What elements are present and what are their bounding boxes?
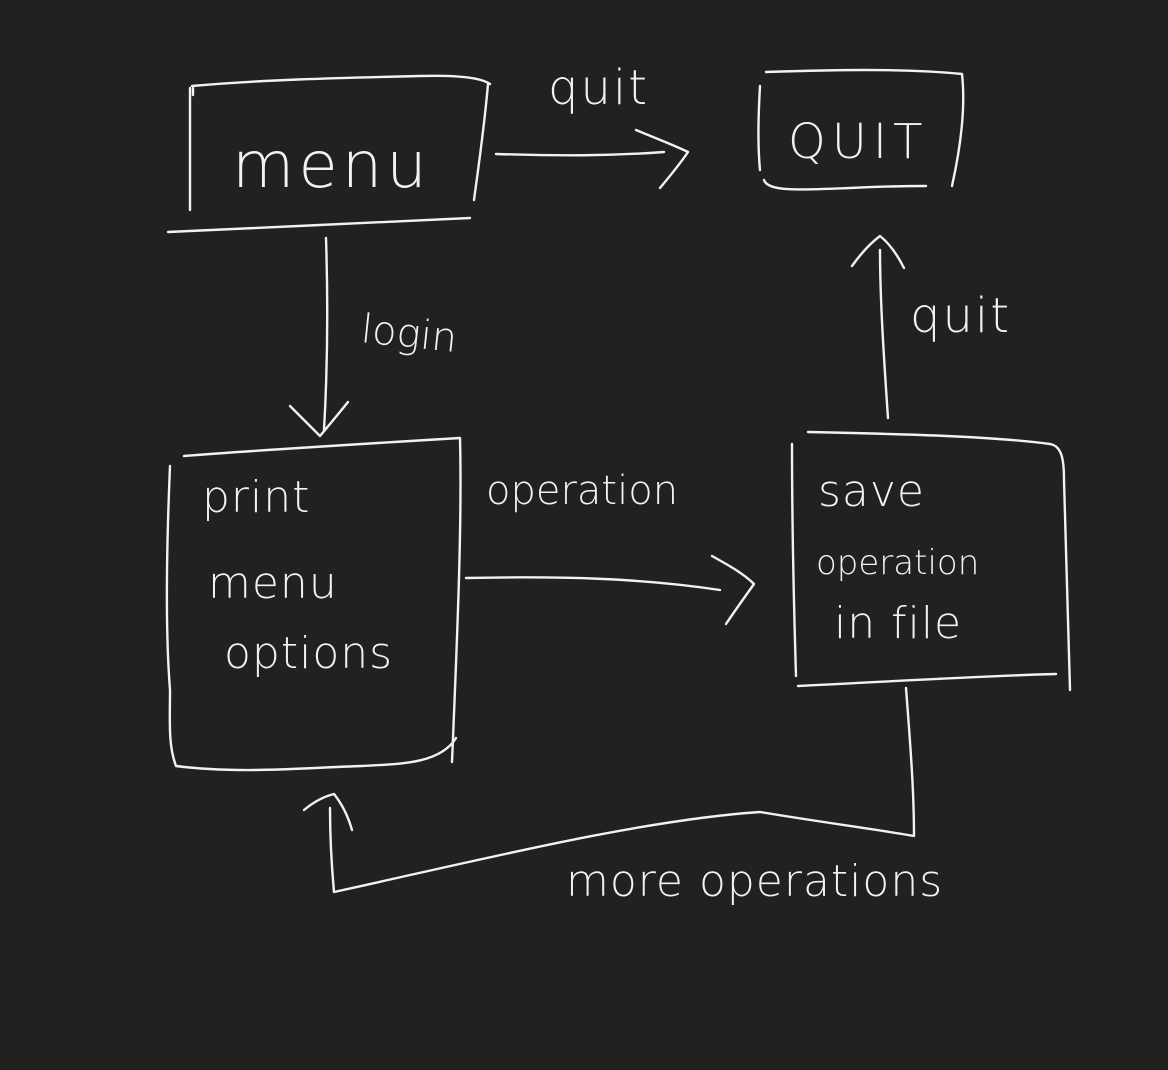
node-menu-border [166, 74, 492, 234]
edge-save-to-print-arrowhead [302, 792, 354, 832]
edge-menu-to-print: login [288, 236, 459, 438]
node-quit: QUIT [757, 68, 965, 191]
edge-save-to-quit-arrowhead [850, 234, 906, 270]
edge-print-to-save-label: operation [486, 468, 678, 514]
edge-menu-to-quit-label: quit [548, 60, 649, 116]
node-print-line-1: print [202, 472, 310, 523]
edge-save-to-quit-label: quit [910, 288, 1011, 344]
node-save-line-1: save [818, 466, 925, 517]
edge-menu-to-print-line [322, 236, 329, 432]
edge-save-to-print: more operations [302, 686, 943, 907]
edge-menu-to-quit-arrowhead [634, 128, 690, 190]
node-print-line-2: menu [208, 558, 338, 609]
edge-save-to-quit: quit [850, 234, 1011, 420]
node-print-line-3: options [224, 628, 393, 679]
edge-menu-to-print-arrowhead [288, 400, 350, 438]
edge-menu-to-print-label: login [359, 306, 459, 362]
edge-save-to-print-line [328, 686, 916, 894]
node-save-operation: save operation in file [790, 430, 1072, 692]
node-quit-label: QUIT [788, 114, 928, 170]
node-print-menu-options: print menu options [165, 436, 462, 772]
edge-print-to-save-line [464, 576, 722, 592]
node-save-line-2: operation [816, 543, 979, 583]
edge-print-to-save-arrowhead [710, 554, 756, 626]
edge-menu-to-quit: quit [494, 60, 690, 190]
node-save-operation-border [790, 430, 1072, 692]
edge-print-to-save: operation [464, 468, 756, 626]
node-menu-label: menu [232, 129, 431, 203]
edge-save-to-print-label: more operations [566, 856, 943, 907]
node-quit-border [757, 68, 965, 191]
node-menu: menu [166, 74, 492, 234]
node-print-menu-options-border [165, 436, 462, 772]
edge-menu-to-quit-line [494, 150, 666, 157]
node-save-line-3: in file [834, 598, 962, 649]
edge-save-to-quit-line [878, 248, 890, 420]
